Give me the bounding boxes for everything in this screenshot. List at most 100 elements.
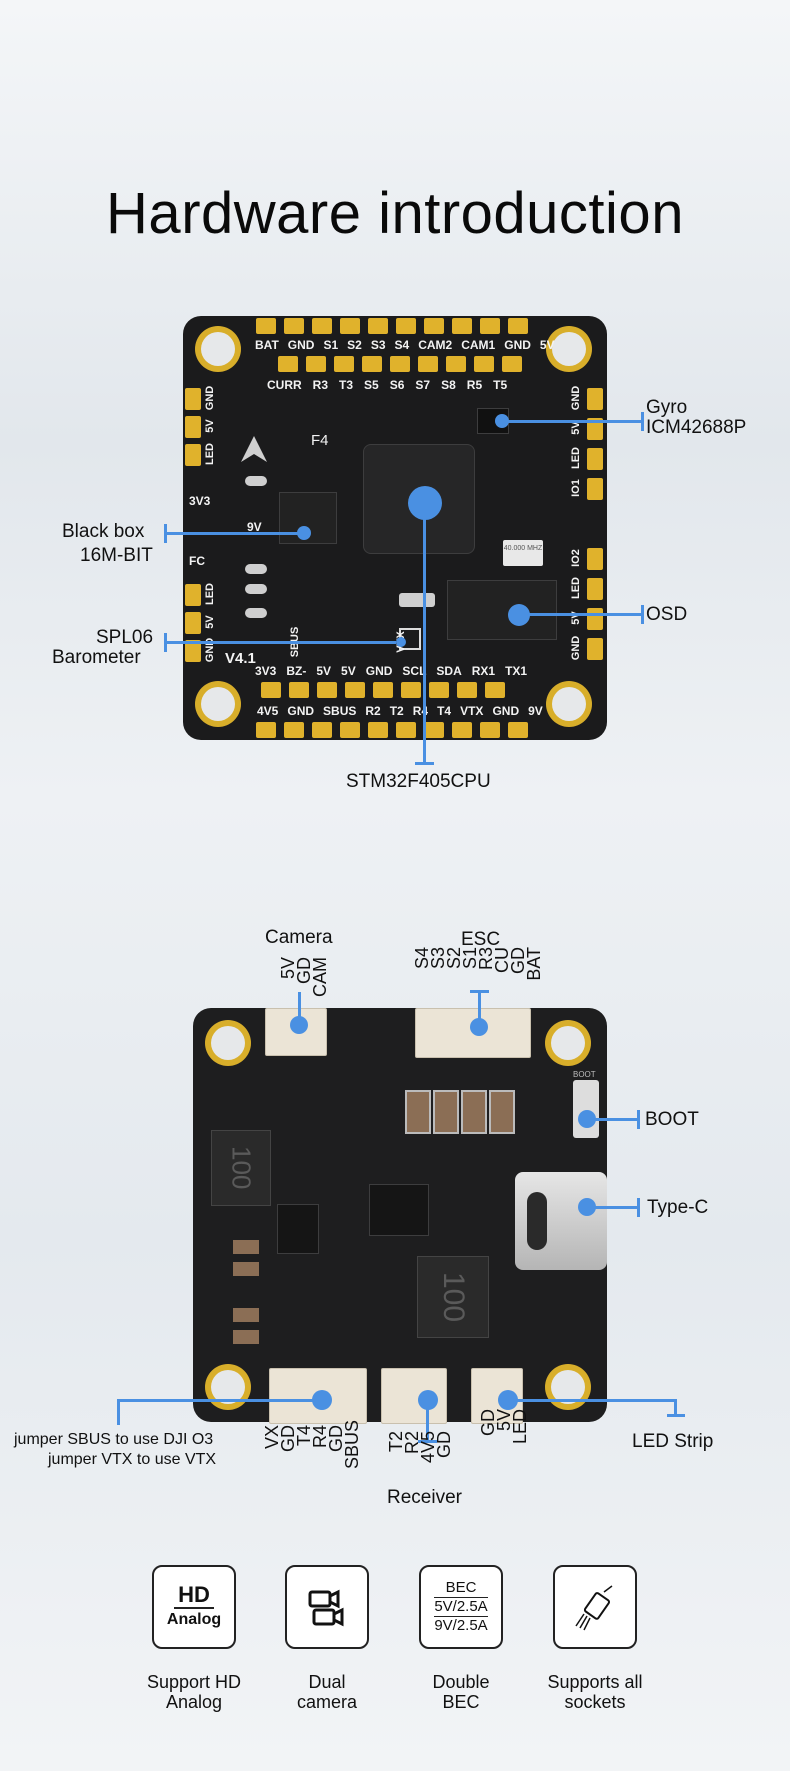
pad-label: TX1 [505,664,528,678]
boot-button[interactable] [573,1080,599,1138]
vtx-pin: SBUS [342,1419,362,1469]
feature-caption: Double BEC [399,1672,523,1712]
pad-label: GND [570,385,582,411]
feature-caption: Supports all sockets [533,1672,657,1712]
pad-label: S6 [389,378,405,392]
blackbox-leader-line [164,532,298,535]
mounting-hole [546,326,592,372]
blackbox-marker [297,526,311,540]
caption-line: sockets [564,1692,626,1712]
pad-label: SBUS [323,704,357,718]
gyro-marker [495,414,509,428]
mcu-chip [363,444,475,554]
typec-marker [578,1198,596,1216]
gyro-label: Gyro [646,397,688,418]
second-pad-row [278,356,522,372]
gyro-model: ICM42688P [646,417,747,438]
mounting-hole [545,1020,591,1066]
pad-label: R2 [365,704,381,718]
pad-label: S8 [441,378,456,392]
osd-label: OSD [646,604,688,625]
esc-pin: CU [492,947,512,973]
socket-connector-icon [553,1565,637,1649]
version-mark: V4.1 [225,650,256,667]
camera-label: Camera [265,927,333,948]
mounting-hole [545,1364,591,1410]
feature-caption: Support HD Analog [132,1672,256,1712]
icon-text: BEC [445,1579,477,1596]
icon-text: 5V/2.5A [434,1597,488,1617]
baro-marker [396,637,406,647]
camera-pin: CAM [310,957,330,997]
baro-label: SPL06 [96,627,154,648]
mounting-hole [195,326,241,372]
vtx-connector-marker [312,1390,332,1410]
vtx-pin: GD [278,1425,298,1452]
pad-label: RX1 [471,664,496,678]
pad-label: T2 [389,704,404,718]
cpu-label: STM32F405CPU [346,771,491,792]
esc-pin: S2 [444,947,464,970]
rx-pin: GD [434,1431,454,1458]
icon-text: 9V/2.5A [434,1617,488,1634]
pad-label: LED [204,583,216,605]
pad-label: S1 [323,338,339,352]
mounting-hole [546,681,592,727]
vtx-connector [269,1368,367,1424]
led-marker [498,1390,518,1410]
vtx-pin: GD [326,1425,346,1452]
pad-label: S5 [364,378,379,392]
pad-label: GND [504,338,531,352]
pad-label: GND [287,704,315,718]
gyro-leader-line [508,420,643,423]
pad-label: 5V [570,421,582,435]
pad-label: LED [570,447,582,469]
pad-label: S2 [347,338,362,352]
caption-line: Analog [165,1692,223,1712]
caption-line: camera [296,1692,358,1712]
rx-pin: R2 [402,1431,422,1455]
pad-label: 5V [539,338,555,352]
receiver-marker [418,1390,438,1410]
pad-label: S7 [415,378,431,392]
pad-label: IO2 [570,549,582,567]
vtx-pin: VX [262,1425,282,1450]
camera-marker [290,1016,308,1034]
pad-label: 5V [316,664,332,678]
osd-marker [508,604,530,626]
pad-label: 9V [528,704,543,718]
osd-chip [447,580,557,640]
vtx-pin: R4 [310,1425,330,1449]
pad-label: GND [492,704,520,718]
cpu-leader-line [423,518,426,764]
feature-sockets [553,1565,637,1649]
chip-mark-f4: F4 [311,432,329,449]
led-pin: 5V [494,1409,514,1432]
mounting-hole [205,1020,251,1066]
pad-label: IO1 [570,479,582,497]
pad-label: 3V3 [255,664,277,678]
esc-pin: S4 [412,947,432,970]
caption-line: Dual [308,1672,346,1692]
pad-label: T3 [339,378,354,392]
top-pad-row [256,318,534,336]
label-fc: FC [189,554,205,568]
second-pad-labels: CURR R3 T3 S5 S6 S7 S8 R5 T5 [267,378,507,392]
baro-leader-line [164,641,396,644]
bottom-pad-row-b [256,722,528,738]
boot-mark: BOOT [573,1070,596,1079]
camera-pin: 5V [278,957,298,980]
pad-label: CAM1 [461,338,496,352]
jumper-note-1: jumper SBUS to use DJI O3 [14,1431,214,1448]
pad-label: GND [287,338,315,352]
top-pad-labels: BAT GND S1 S2 S3 S4 CAM2 CAM1 GND 5V [255,338,555,352]
pad-label: S3 [370,338,386,352]
boot-marker [578,1110,596,1128]
label-3v3: 3V3 [189,494,211,508]
page-title: Hardware introduction [106,181,684,246]
pad-label: GND [365,664,393,678]
pad-label: R5 [466,378,483,392]
caption-line: Double [432,1672,490,1692]
pad-label: LED [570,577,582,599]
mounting-hole [205,1364,251,1410]
